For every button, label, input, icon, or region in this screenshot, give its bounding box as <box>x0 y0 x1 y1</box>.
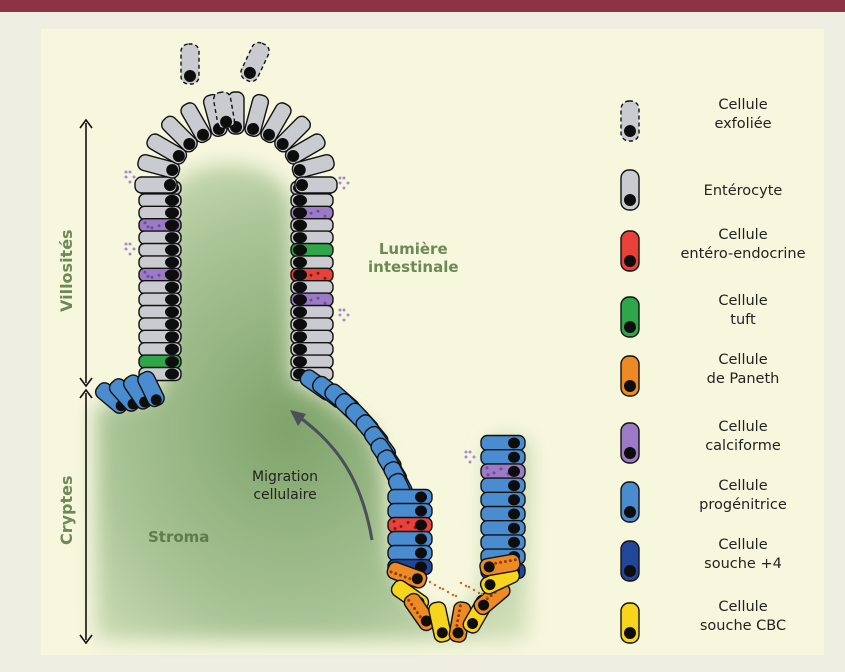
enteroendocrine-cell <box>388 518 432 533</box>
legend-progenitor-line2: progénitrice <box>658 496 828 515</box>
migration-label-line1: Migration <box>252 468 318 486</box>
exfoliated-cell <box>238 40 271 84</box>
enterocyte-cell <box>139 194 181 207</box>
enterocyte-cell <box>291 231 333 244</box>
legend-plus4-line1: Cellule <box>658 536 828 555</box>
legend-enterocyte-line1: Entérocyte <box>658 182 828 201</box>
enterocyte-cell <box>139 318 181 331</box>
exfoliated-cell <box>181 44 199 84</box>
enterocyte-cell <box>295 177 337 193</box>
progenitor-cell <box>388 532 432 547</box>
enterocyte-cell <box>139 330 181 343</box>
migration-label-line2: cellulaire <box>252 486 318 504</box>
progenitor-cell <box>481 478 525 493</box>
villus-goblet-cell <box>291 293 333 306</box>
legend-exfoliated-line2: exfoliée <box>658 115 828 134</box>
cryptes-label: Cryptes <box>57 475 76 545</box>
progenitor-cell <box>388 546 432 561</box>
villus-goblet-cell <box>139 219 181 232</box>
enterocyte-cell <box>139 244 181 257</box>
stroma-label: Stroma <box>148 528 209 546</box>
enterocyte-cell <box>291 330 333 343</box>
enterocyte-cell <box>291 318 333 331</box>
villus-goblet-cell <box>291 206 333 219</box>
enterocyte-cell <box>139 293 181 306</box>
lumen-label-line2: intestinale <box>368 258 459 276</box>
villus-tuft-cell <box>291 244 333 257</box>
enterocyte-cell <box>291 281 333 294</box>
migration-label: Migration cellulaire <box>252 468 318 504</box>
legend-plus4-line2: souche +4 <box>658 555 828 574</box>
legend-tuft-line1: Cellule <box>658 292 828 311</box>
cryptes-axis <box>80 390 92 643</box>
legend-cbc-line2: souche CBC <box>658 617 828 636</box>
villus-tuft-cell <box>139 355 181 368</box>
legend-goblet-line2: calciforme <box>658 437 828 456</box>
progenitor-cell <box>481 436 525 451</box>
enterocyte-cell <box>291 343 333 356</box>
legend-enteroendocrine-line1: Cellule <box>658 226 828 245</box>
legend-exfoliated-line1: Cellule <box>658 96 828 115</box>
progenitor-cell <box>388 490 432 505</box>
legend-tuft-line2: tuft <box>658 311 828 330</box>
villosites-label: Villosités <box>57 229 76 312</box>
enterocyte-cell <box>139 256 181 269</box>
enterocyte-cell <box>291 219 333 232</box>
legend-enteroendocrine-line2: entéro-endocrine <box>658 245 828 264</box>
enterocyte-cell <box>135 177 177 193</box>
enterocyte-cell <box>291 355 333 368</box>
progenitor-cell <box>481 492 525 507</box>
lumen-label: Lumière intestinale <box>368 240 459 276</box>
enterocyte-cell <box>291 306 333 319</box>
villus-ee-cell <box>291 268 333 281</box>
legend-cbc-line1: Cellule <box>658 598 828 617</box>
legend-goblet-line1: Cellule <box>658 418 828 437</box>
enterocyte-cell <box>291 256 333 269</box>
legend-paneth-line1: Cellule <box>658 351 828 370</box>
goblet-cell <box>481 464 525 479</box>
enterocyte-cell <box>139 306 181 319</box>
enterocyte-cell <box>139 343 181 356</box>
villosites-axis <box>80 120 92 386</box>
progenitor-cell <box>481 507 525 522</box>
legend-progenitor-line1: Cellule <box>658 477 828 496</box>
progenitor-cell <box>481 521 525 536</box>
progenitor-cell <box>388 504 432 519</box>
enterocyte-cell <box>139 281 181 294</box>
enterocyte-cell <box>139 206 181 219</box>
progenitor-cell <box>481 450 525 465</box>
legend-paneth-line2: de Paneth <box>658 370 828 389</box>
lumen-label-line1: Lumière <box>368 240 459 258</box>
villus-goblet-cell <box>139 268 181 281</box>
enterocyte-cell <box>291 194 333 207</box>
legend-item-goblet-cell: Cellulecalciforme <box>606 418 816 478</box>
enterocyte-cell <box>139 231 181 244</box>
progenitor-cell <box>481 535 525 550</box>
